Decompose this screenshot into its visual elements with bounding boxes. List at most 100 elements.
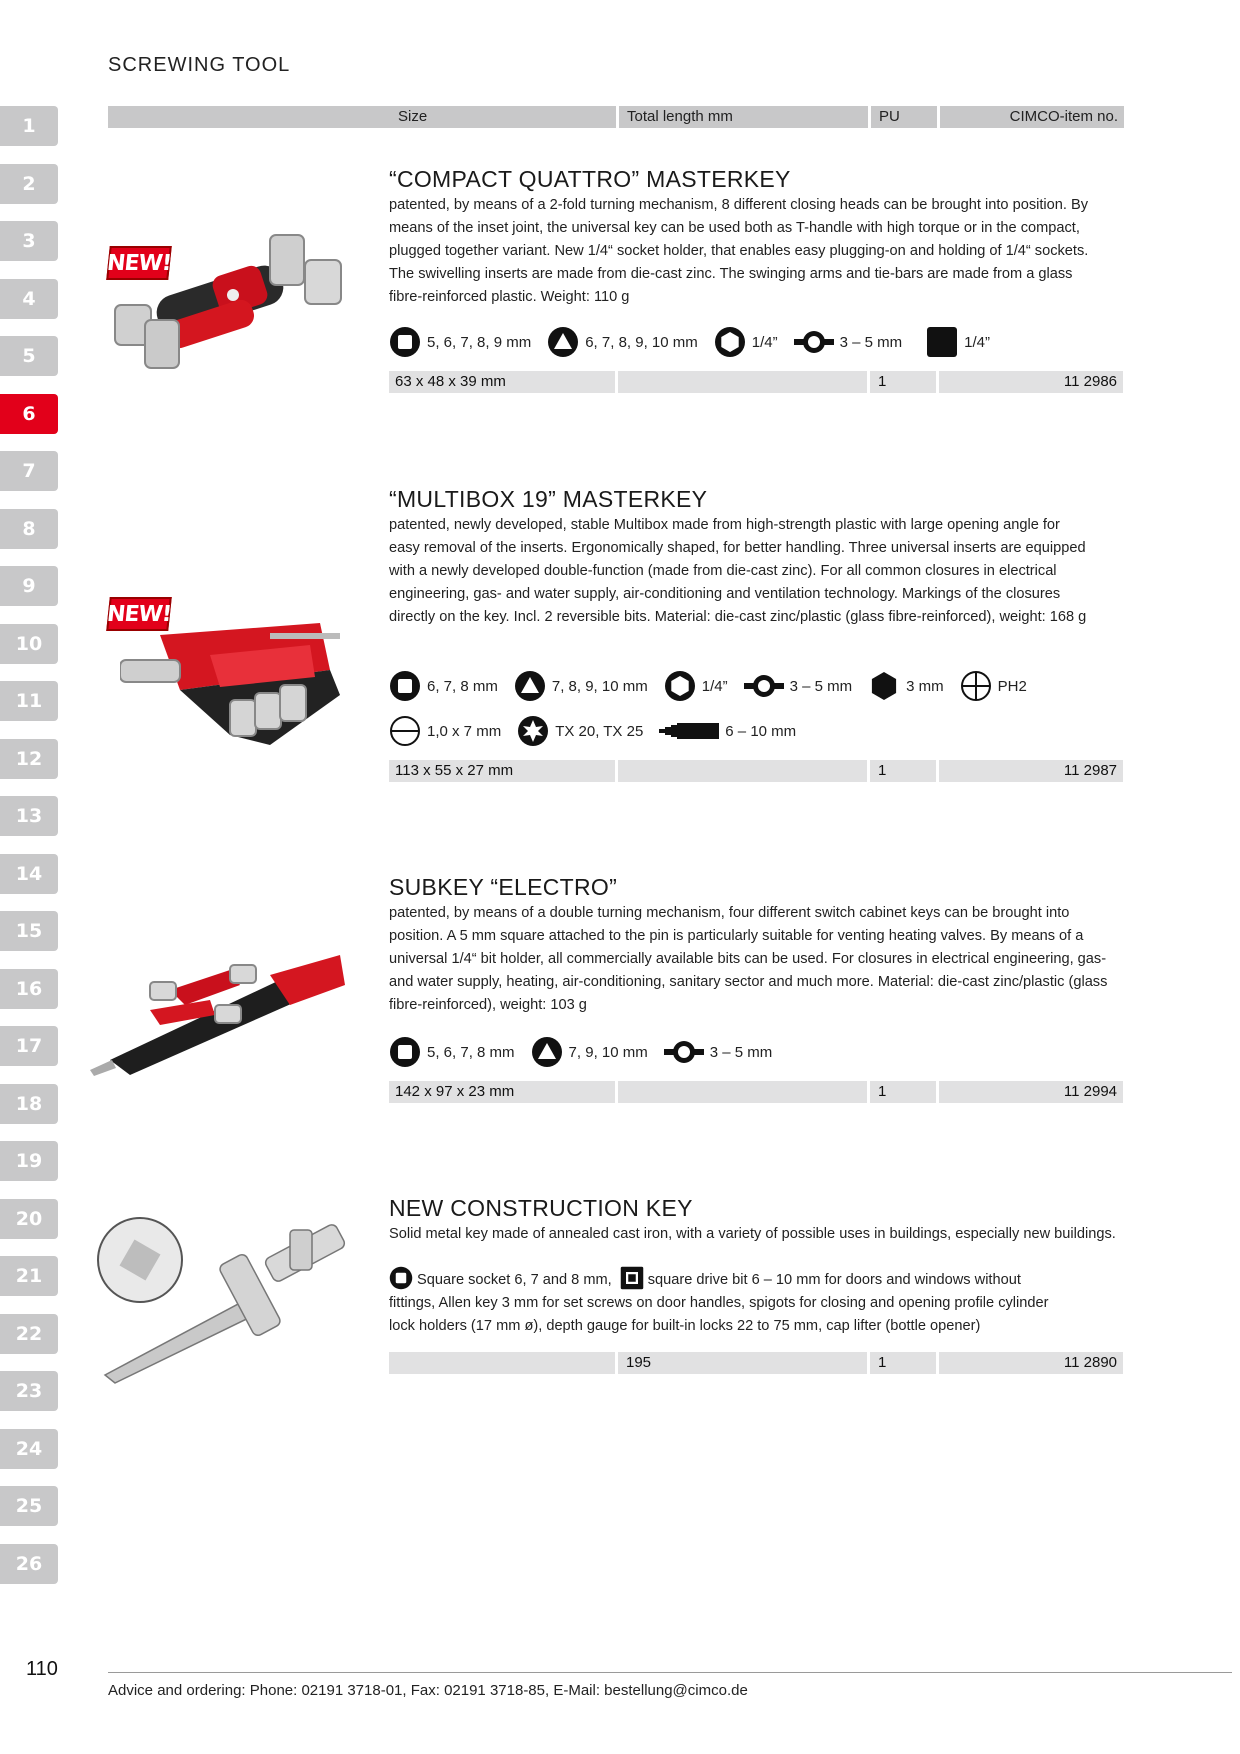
row-pu: 1 xyxy=(870,1081,936,1103)
row-length xyxy=(618,760,867,782)
double-bit-icon xyxy=(744,670,784,702)
product-title: NEW CONSTRUCTION KEY xyxy=(389,1195,693,1221)
square-socket-icon xyxy=(389,326,421,358)
row-item: 11 2890 xyxy=(939,1352,1123,1374)
spec-text: 1/4” xyxy=(751,333,778,351)
table-header: Size Total length mm PU CIMCO-item no. xyxy=(108,106,1124,128)
row-item: 11 2987 xyxy=(939,760,1123,782)
chapter-tab-6[interactable]: 6 xyxy=(0,393,58,434)
chapter-tab-5[interactable]: 5 xyxy=(0,336,58,376)
detail-drive-text: square drive bit 6 – 10 mm for doors and… xyxy=(389,1272,1049,1334)
chapter-tab-26[interactable]: 26 xyxy=(0,1543,58,1584)
hex-socket-icon xyxy=(664,670,696,702)
chapter-tab-7[interactable]: 7 xyxy=(0,451,58,491)
spec-text: 1,0 x 7 mm xyxy=(427,722,502,740)
chapter-tab-1[interactable]: 1 xyxy=(0,106,58,146)
header-item: CIMCO-item no. xyxy=(940,106,1124,128)
footer-contact: Advice and ordering: Phone: 02191 3718-0… xyxy=(108,1682,748,1699)
slotted-icon xyxy=(389,715,421,747)
double-bit-icon xyxy=(794,326,834,358)
row-size: 142 x 97 x 23 mm xyxy=(389,1081,615,1103)
table-row: 142 x 97 x 23 mm 1 11 2994 xyxy=(389,1081,1124,1103)
product-description: patented, by means of a double turning m… xyxy=(389,905,1108,1013)
spec-text: 5, 6, 7, 8, 9 mm xyxy=(427,333,532,351)
row-length xyxy=(618,371,867,393)
row-size xyxy=(389,1352,615,1374)
chapter-tab-16[interactable]: 16 xyxy=(0,968,58,1009)
row-length: 195 xyxy=(618,1352,867,1374)
spec-text: TX 20, TX 25 xyxy=(555,722,644,740)
spec-text: 3 – 5 mm xyxy=(789,677,853,695)
chapter-tab-11[interactable]: 11 xyxy=(0,681,58,721)
stepped-bit-icon xyxy=(659,715,719,747)
spec-text: 3 – 5 mm xyxy=(709,1043,773,1061)
row-item: 11 2986 xyxy=(939,371,1123,393)
product-description: patented, newly developed, stable Multib… xyxy=(389,517,1087,625)
square-socket-icon xyxy=(389,1266,413,1290)
triangle-socket-icon xyxy=(514,670,546,702)
row-size: 63 x 48 x 39 mm xyxy=(389,371,615,393)
chapter-tab-3[interactable]: 3 xyxy=(0,221,58,261)
chapter-tab-13[interactable]: 13 xyxy=(0,796,58,836)
phillips-icon xyxy=(960,670,992,702)
chapter-tab-2[interactable]: 2 xyxy=(0,163,58,204)
spec-text: 5, 6, 7, 8 mm xyxy=(427,1043,515,1061)
subkey-image xyxy=(90,955,345,1076)
row-item: 11 2994 xyxy=(939,1081,1123,1103)
hex-socket-icon xyxy=(714,326,746,358)
spec-text: 3 mm xyxy=(906,677,944,695)
chapter-tab-19[interactable]: 19 xyxy=(0,1141,58,1181)
row-length xyxy=(618,1081,867,1103)
spec-icons: 6, 7, 8 mm 7, 8, 9, 10 mm 1/4” 3 – 5 mm … xyxy=(389,670,1043,702)
spec-text: 1/4” xyxy=(701,677,728,695)
chapter-tab-12[interactable]: 12 xyxy=(0,738,58,779)
chapter-tab-18[interactable]: 18 xyxy=(0,1083,58,1124)
product-title: “COMPACT QUATTRO” MASTERKEY xyxy=(389,166,791,192)
double-bit-icon xyxy=(664,1036,704,1068)
chapter-tab-14[interactable]: 14 xyxy=(0,853,58,894)
chapter-tab-9[interactable]: 9 xyxy=(0,566,58,606)
spec-text: 6, 7, 8 mm xyxy=(427,677,498,695)
compact-quattro-image xyxy=(114,234,342,369)
chapter-tab-8[interactable]: 8 xyxy=(0,508,58,549)
chapter-tab-15[interactable]: 15 xyxy=(0,911,58,951)
table-row: 113 x 55 x 27 mm 1 11 2987 xyxy=(389,760,1124,782)
hex-key-icon xyxy=(868,670,900,702)
chapter-tab-20[interactable]: 20 xyxy=(0,1198,58,1239)
product-description: patented, by means of a 2-fold turning m… xyxy=(389,197,1089,305)
product-title: “MULTIBOX 19” MASTERKEY xyxy=(389,486,708,512)
spec-text: 3 – 5 mm xyxy=(839,333,903,351)
chapter-tab-24[interactable]: 24 xyxy=(0,1428,58,1469)
construction-key-image xyxy=(97,1217,346,1384)
square-drive-icon xyxy=(926,326,958,358)
detail-socket-text: Square socket 6, 7 and 8 mm, xyxy=(417,1272,612,1288)
triangle-socket-icon xyxy=(531,1036,563,1068)
spec-icons-2: 1,0 x 7 mm TX 20, TX 25 6 – 10 mm xyxy=(389,715,812,747)
spec-text: 7, 9, 10 mm xyxy=(568,1043,648,1061)
product-title: SUBKEY “ELECTRO” xyxy=(389,874,618,900)
square-socket-icon xyxy=(389,670,421,702)
header-size: Size xyxy=(108,106,616,128)
chapter-tab-25[interactable]: 25 xyxy=(0,1486,58,1526)
spec-text: 1/4” xyxy=(964,333,991,351)
header-pu: PU xyxy=(871,106,937,128)
product-description: Solid metal key made of annealed cast ir… xyxy=(389,1226,1116,1242)
row-pu: 1 xyxy=(870,1352,936,1374)
spec-text: PH2 xyxy=(997,677,1027,695)
triangle-socket-icon xyxy=(547,326,579,358)
page-number: 110 xyxy=(26,1658,58,1680)
row-pu: 1 xyxy=(870,760,936,782)
chapter-tab-23[interactable]: 23 xyxy=(0,1371,58,1411)
chapter-tab-4[interactable]: 4 xyxy=(0,278,58,319)
spec-text: 6 – 10 mm xyxy=(725,722,797,740)
spec-icons: 5, 6, 7, 8, 9 mm 6, 7, 8, 9, 10 mm 1/4” … xyxy=(389,326,1006,358)
chapter-tab-21[interactable]: 21 xyxy=(0,1256,58,1296)
chapter-tab-10[interactable]: 10 xyxy=(0,623,58,664)
footer-divider xyxy=(108,1672,1232,1673)
table-row: 195 1 11 2890 xyxy=(389,1352,1124,1374)
multibox-image xyxy=(120,623,340,745)
chapter-tab-22[interactable]: 22 xyxy=(0,1313,58,1354)
torx-icon xyxy=(517,715,549,747)
square-socket-icon xyxy=(389,1036,421,1068)
chapter-tab-17[interactable]: 17 xyxy=(0,1026,58,1066)
